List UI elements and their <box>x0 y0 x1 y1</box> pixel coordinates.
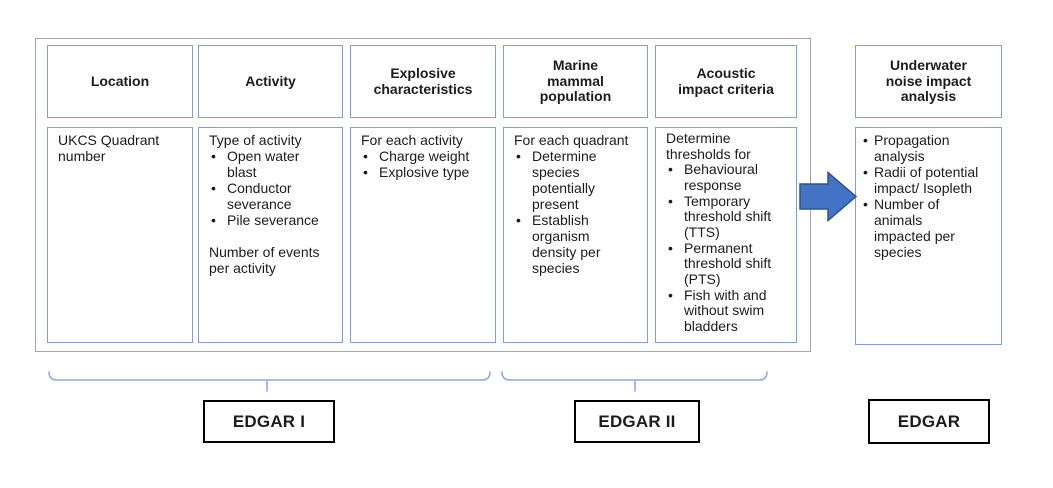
bullet-marker: • <box>363 163 368 180</box>
content-text: UKCS Quadrant number <box>58 132 160 164</box>
bullet-marker: • <box>863 132 868 148</box>
bullet-marker: • <box>668 161 673 178</box>
header-box-acoustic-impact-criteria: Acoustic impact criteria <box>655 45 797 118</box>
header-box-underwater-noise-impact-analysis: Underwater noise impact analysis <box>855 45 1002 118</box>
right-arrow-icon <box>799 170 858 223</box>
list-item-text: Temporary threshold shift (TTS) <box>684 192 772 241</box>
edgar-i-brace <box>48 371 491 392</box>
bullet-marker: • <box>668 192 673 209</box>
list-item-text: Establish organism density per species <box>532 211 601 276</box>
content-box-explosive-characteristics: For each activity • Charge weight • Expl… <box>350 127 496 343</box>
list-item: • Radii of potential impact/ Isopleth <box>863 163 995 197</box>
list-item: • Conductor severance <box>209 179 336 213</box>
content-text: Determine thresholds for <box>666 130 751 162</box>
list-item-text: Propagation analysis <box>874 132 950 164</box>
list-item-text: Open water blast <box>227 147 300 180</box>
content-text: Number of events per activity <box>209 243 320 276</box>
header-box-marine-mammal-population: Marine mammal population <box>503 45 648 118</box>
bullet-marker: • <box>211 147 216 164</box>
content-text: For each activity <box>361 132 463 148</box>
header-box-explosive-characteristics: Explosive characteristics <box>350 45 496 118</box>
list-item: • Propagation analysis <box>863 132 995 165</box>
list-item-text: Pile severance <box>227 211 319 228</box>
list-item-text: Charge weight <box>379 147 470 164</box>
header-box-location: Location <box>47 45 193 118</box>
list-item: • Number of animals impacted per species <box>863 195 995 261</box>
list-item-text: Number of animals impacted per species <box>874 195 955 260</box>
list-item-text: Behavioural response <box>684 161 758 194</box>
list-item: • Establish organism density per species <box>514 211 641 277</box>
bullet-marker: • <box>516 211 521 228</box>
bullet-marker: • <box>863 195 868 212</box>
list-item-text: Permanent threshold shift (PTS) <box>684 239 772 288</box>
content-box-underwater-noise-impact-analysis: • Propagation analysis • Radii of potent… <box>855 127 1002 345</box>
header-box-activity: Activity <box>198 45 343 118</box>
content-box-acoustic-impact-criteria: Determine thresholds for • Behavioural r… <box>655 127 797 343</box>
bullet-marker: • <box>363 147 368 164</box>
edgar-ii-brace <box>501 371 768 392</box>
content-text: For each quadrant <box>514 132 629 148</box>
edgar-label-box: EDGAR <box>868 399 990 444</box>
list-item-text: Fish with and without swim bladders <box>684 286 767 335</box>
bullet-marker: • <box>668 239 673 256</box>
list-item-text: Determine species potentially present <box>532 147 597 212</box>
list-item: • Charge weight <box>361 147 489 165</box>
list-item: • Fish with and without swim bladders <box>666 286 790 335</box>
list-item-text: Radii of potential impact/ Isopleth <box>874 163 979 196</box>
list-item: • Behavioural response <box>666 161 790 194</box>
list-item: • Open water blast <box>209 147 336 181</box>
bullet-marker: • <box>516 147 521 164</box>
content-text: Type of activity <box>209 132 302 148</box>
bullet-marker: • <box>863 163 868 180</box>
list-item: • Determine species potentially present <box>514 147 641 213</box>
edgar-i-label-box: EDGAR I <box>203 400 335 443</box>
list-item-text: Explosive type <box>379 163 470 180</box>
bullet-marker: • <box>211 211 216 228</box>
content-box-activity: Type of activity • Open water blast • Co… <box>198 127 343 343</box>
list-item-text: Conductor severance <box>227 179 292 212</box>
list-item: • Explosive type <box>361 163 489 181</box>
list-item: • Permanent threshold shift (PTS) <box>666 239 790 288</box>
content-box-location: UKCS Quadrant number <box>47 127 193 343</box>
content-box-marine-mammal-population: For each quadrant • Determine species po… <box>503 127 648 343</box>
list-item: • Temporary threshold shift (TTS) <box>666 192 790 241</box>
list-item: • Pile severance <box>209 211 336 229</box>
edgar-ii-label-box: EDGAR II <box>574 400 700 443</box>
bullet-marker: • <box>668 286 673 303</box>
bullet-marker: • <box>211 179 216 196</box>
